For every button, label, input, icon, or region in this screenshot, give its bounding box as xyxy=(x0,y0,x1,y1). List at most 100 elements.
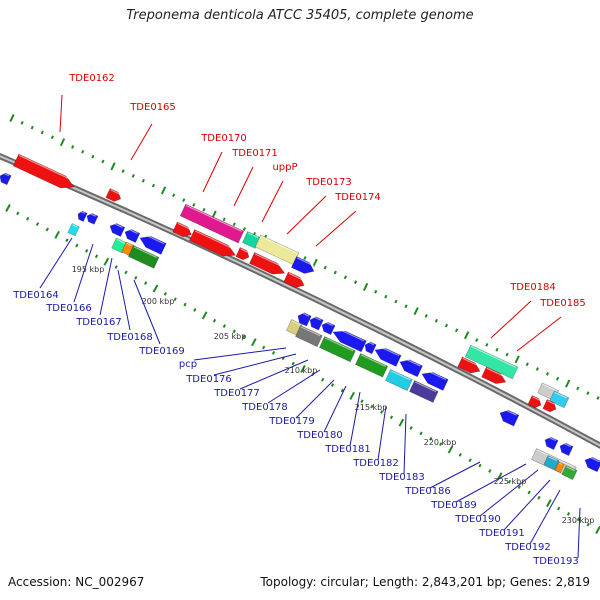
inner-tick xyxy=(251,338,257,347)
inner-tick xyxy=(212,318,217,323)
inner-tick xyxy=(576,517,580,522)
gene-label: uppP xyxy=(272,162,297,173)
gene-feature xyxy=(283,271,305,288)
leader-line xyxy=(130,123,153,161)
inner-tick xyxy=(409,426,413,430)
gene-label: TDE0178 xyxy=(241,402,288,413)
scale-label: 210 kbp xyxy=(285,366,318,375)
gene-feature xyxy=(499,408,520,427)
inner-tick xyxy=(429,436,433,441)
outer-tick xyxy=(464,331,470,340)
outer-tick xyxy=(596,396,600,400)
gene-feature xyxy=(128,245,160,269)
outer-tick xyxy=(91,154,95,159)
scale-label: 225 kbp xyxy=(494,477,527,486)
gene-feature xyxy=(86,212,99,225)
outer-tick xyxy=(353,280,358,285)
gene-feature xyxy=(67,223,80,237)
outer-tick xyxy=(192,203,196,207)
gene-label: TDE0166 xyxy=(45,303,92,314)
inner-tick xyxy=(65,238,69,243)
gene-label: TDE0176 xyxy=(185,374,232,385)
topology-text: Topology: circular; Length: 2,843,201 bp… xyxy=(260,575,590,589)
gene-feature xyxy=(109,222,126,237)
inner-tick xyxy=(557,506,561,511)
gene-feature xyxy=(291,256,315,274)
inner-tick xyxy=(360,399,364,404)
inner-tick xyxy=(458,452,462,457)
inner-tick xyxy=(201,311,208,320)
inner-tick xyxy=(103,257,110,266)
outer-tick xyxy=(121,169,125,173)
inner-tick xyxy=(380,410,384,414)
gene-label: TDE0184 xyxy=(509,282,556,293)
inner-tick xyxy=(124,270,128,275)
gene-label: TDE0170 xyxy=(200,133,247,144)
gene-label: TDE0181 xyxy=(324,444,371,455)
gene-label: TDE0165 xyxy=(129,102,176,113)
outer-tick xyxy=(333,270,337,275)
outer-tick xyxy=(131,174,135,178)
outer-tick xyxy=(384,294,388,299)
inner-tick xyxy=(183,302,187,307)
gene-label: TDE0167 xyxy=(75,317,122,328)
outer-tick xyxy=(110,162,116,171)
gene-feature xyxy=(139,233,167,255)
backbone xyxy=(0,152,600,449)
leader-line xyxy=(377,405,387,461)
outer-tick xyxy=(475,338,479,342)
leader-line xyxy=(577,507,581,559)
inner-tick xyxy=(152,284,159,293)
outer-tick xyxy=(30,125,34,130)
gene-label: TDE0189 xyxy=(430,500,477,511)
inner-tick xyxy=(537,495,541,500)
outer-tick xyxy=(172,193,176,198)
gene-feature xyxy=(421,369,449,391)
leader-line xyxy=(73,243,94,303)
gene-label: TDE0183 xyxy=(378,472,425,483)
outer-tick xyxy=(242,227,246,231)
leader-line xyxy=(516,316,562,352)
inner-tick xyxy=(507,479,512,484)
inner-tick xyxy=(468,458,472,463)
scale-label: 195 kbp xyxy=(72,265,105,274)
leader-line xyxy=(59,94,63,133)
inner-tick xyxy=(447,445,454,454)
inner-tick xyxy=(222,324,226,328)
outer-tick xyxy=(71,145,75,149)
gene-label: TDE0186 xyxy=(404,486,451,497)
outer-tick xyxy=(444,323,449,328)
leader-line xyxy=(503,479,551,531)
outer-tick xyxy=(222,217,226,222)
inner-tick xyxy=(262,345,266,350)
outer-tick xyxy=(394,299,398,304)
outer-tick xyxy=(454,328,459,333)
gene-label: TDE0173 xyxy=(305,177,352,188)
gene-label: TDE0177 xyxy=(213,388,260,399)
gene-feature xyxy=(235,247,250,261)
gene-feature xyxy=(12,153,75,189)
outer-tick xyxy=(9,113,15,123)
inner-tick xyxy=(242,334,246,339)
inner-tick xyxy=(35,222,40,226)
leader-line xyxy=(239,359,309,390)
gene-feature xyxy=(364,341,377,355)
inner-tick xyxy=(340,388,344,393)
gene-feature xyxy=(543,455,560,471)
inner-tick xyxy=(586,522,590,527)
inner-tick xyxy=(163,291,167,296)
leader-line xyxy=(233,166,254,207)
outer-tick xyxy=(535,367,539,371)
inner-tick xyxy=(144,281,148,286)
outer-tick xyxy=(323,265,327,270)
outer-tick xyxy=(555,376,560,381)
map-title: Treponema denticola ATCC 35405, complete… xyxy=(126,8,474,23)
leader-line xyxy=(133,279,161,345)
leader-line xyxy=(295,379,335,419)
gene-label: pcp xyxy=(179,359,197,370)
gene-feature xyxy=(584,455,600,473)
inner-tick xyxy=(349,391,355,400)
scale-label: 220 kbp xyxy=(424,438,457,447)
outer-tick xyxy=(50,135,55,140)
